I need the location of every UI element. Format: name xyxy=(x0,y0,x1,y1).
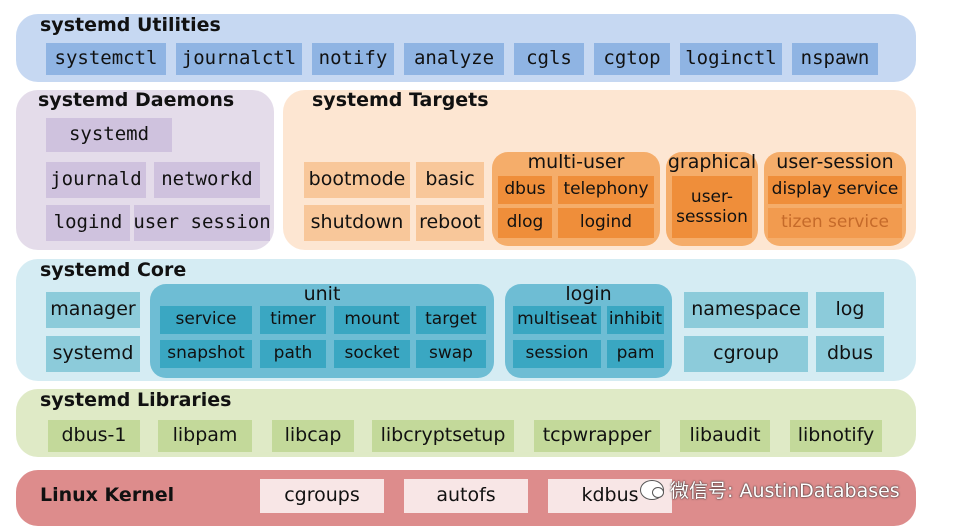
target-basic: basic xyxy=(416,162,484,198)
login-pam: pam xyxy=(607,340,664,368)
utility-cgtop: cgtop xyxy=(594,43,670,75)
watermark-text: 微信号: AustinDatabases xyxy=(670,480,900,502)
login-multiseat: multiseat xyxy=(513,306,601,334)
core-systemd: systemd xyxy=(46,336,140,372)
tizen-service: tizen service xyxy=(768,208,902,238)
library-dbus-1: dbus-1 xyxy=(48,420,140,452)
daemon-journald: journald xyxy=(46,162,146,198)
library-libpam: libpam xyxy=(158,420,252,452)
wechat-icon xyxy=(640,479,664,500)
daemon-user-session: user session xyxy=(133,205,271,241)
multi-user-dlog: dlog xyxy=(498,208,552,238)
multi-user-telephony: telephony xyxy=(558,176,654,204)
target-reboot: reboot xyxy=(416,205,484,241)
utility-nspawn: nspawn xyxy=(792,43,878,75)
libraries-title: systemd Libraries xyxy=(40,389,232,411)
unit-mount: mount xyxy=(334,306,410,334)
library-libaudit: libaudit xyxy=(680,420,770,452)
display-service: display service xyxy=(768,176,902,204)
login-title: login xyxy=(565,283,612,305)
utility-analyze: analyze xyxy=(404,43,504,75)
unit-swap: swap xyxy=(416,340,486,368)
login-inhibit: inhibit xyxy=(607,306,664,334)
utilities-title: systemd Utilities xyxy=(40,14,221,36)
daemon-networkd: networkd xyxy=(154,162,260,198)
library-tcpwrapper: tcpwrapper xyxy=(534,420,660,452)
multi-user-title: multi-user xyxy=(527,151,625,173)
target-bootmode: bootmode xyxy=(304,162,410,198)
multi-user-dbus: dbus xyxy=(498,176,552,204)
login-session: session xyxy=(513,340,601,368)
unit-title: unit xyxy=(303,283,341,305)
watermark: 微信号: AustinDatabases xyxy=(640,476,900,503)
utility-notify: notify xyxy=(312,43,394,75)
user-session-title: user-session xyxy=(776,151,894,173)
unit-timer: timer xyxy=(260,306,326,334)
core-cgroup: cgroup xyxy=(684,336,808,372)
core-title: systemd Core xyxy=(40,259,187,281)
core-dbus: dbus xyxy=(816,336,884,372)
unit-socket: socket xyxy=(334,340,410,368)
utility-journalctl: journalctl xyxy=(176,43,302,75)
daemons-title: systemd Daemons xyxy=(38,89,235,111)
core-manager: manager xyxy=(46,292,140,328)
kernel-autofs: autofs xyxy=(404,479,528,513)
targets-title: systemd Targets xyxy=(312,89,489,111)
unit-target: target xyxy=(416,306,486,334)
utility-cgls: cgls xyxy=(514,43,584,75)
graphical-title: graphical xyxy=(667,151,757,173)
core-log: log xyxy=(816,292,884,328)
utility-loginctl: loginctl xyxy=(680,43,782,75)
graphical-user-session: user- sesssion xyxy=(672,176,752,238)
target-shutdown: shutdown xyxy=(304,205,410,241)
library-libcap: libcap xyxy=(272,420,354,452)
unit-path: path xyxy=(260,340,326,368)
unit-service: service xyxy=(160,306,252,334)
kernel-title: Linux Kernel xyxy=(40,484,175,506)
daemon-systemd: systemd xyxy=(46,118,172,152)
kernel-cgroups: cgroups xyxy=(260,479,384,513)
library-libcryptsetup: libcryptsetup xyxy=(372,420,514,452)
library-libnotify: libnotify xyxy=(790,420,882,452)
daemon-logind: logind xyxy=(46,205,130,241)
core-namespace: namespace xyxy=(684,292,808,328)
multi-user-logind: logind xyxy=(558,208,654,238)
unit-snapshot: snapshot xyxy=(160,340,252,368)
utility-systemctl: systemctl xyxy=(46,43,166,75)
